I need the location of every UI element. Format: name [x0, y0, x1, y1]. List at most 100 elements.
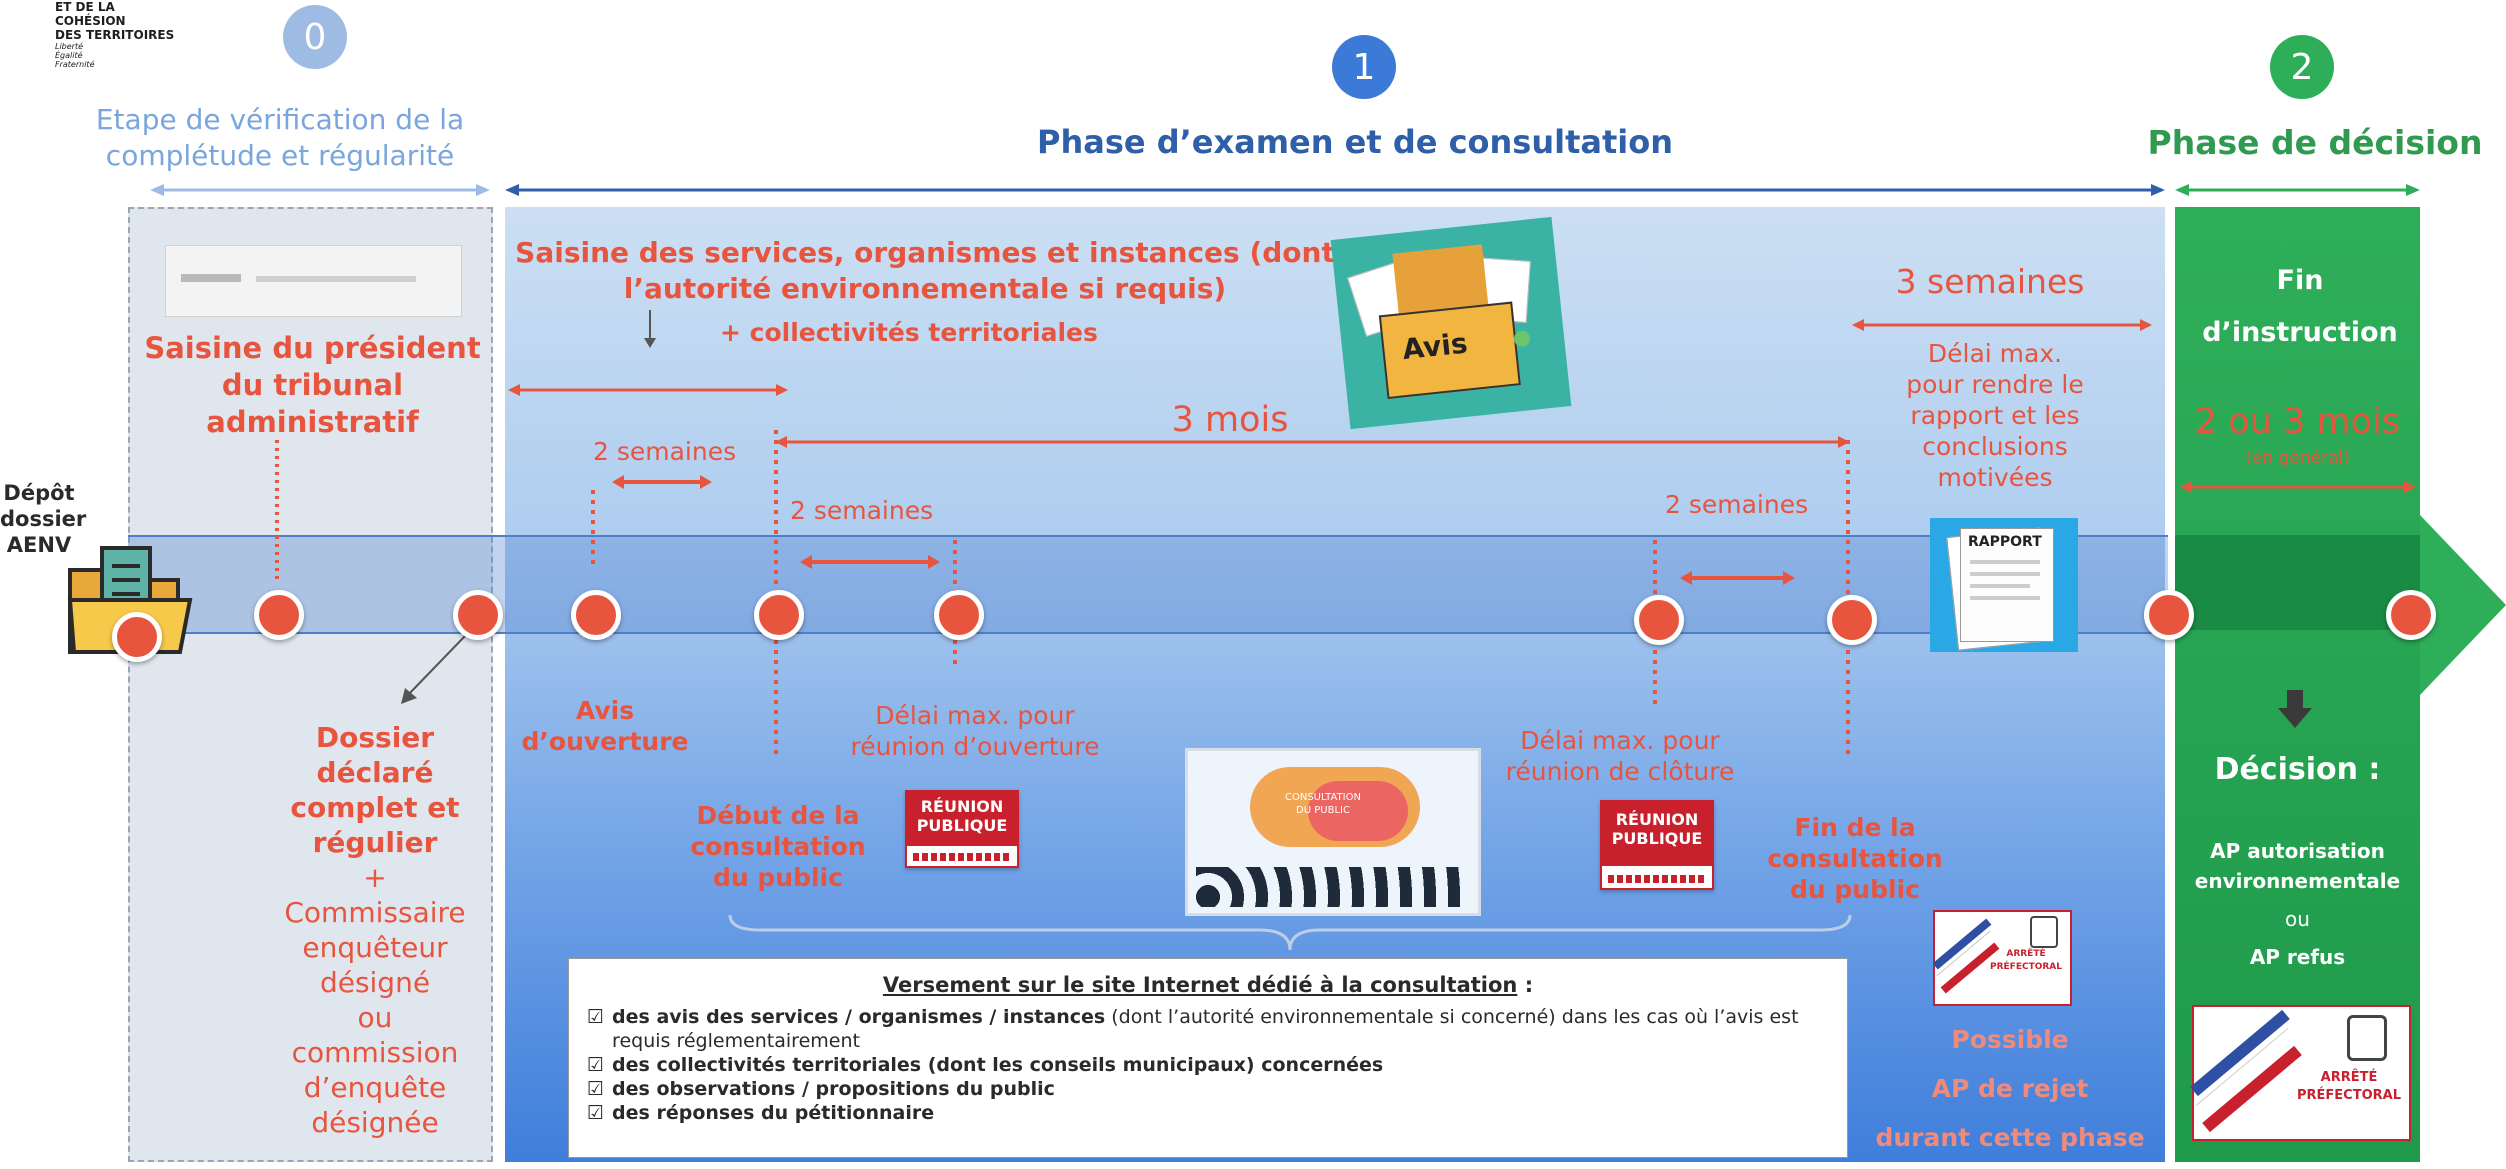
delai-cloture-line2: réunion de clôture — [1505, 757, 1735, 786]
arrete-2-line1: ARRÊTÉ — [2320, 1070, 2378, 1085]
collectivites: + collectivités territoriales — [720, 318, 1098, 347]
delai-rapport-line3: rapport et les — [1910, 401, 2080, 430]
tribunal-image — [165, 245, 462, 317]
fin-consultation-line3: du public — [1790, 875, 1920, 904]
versement-item-text: des avis des services / organismes / ins… — [612, 1005, 1829, 1053]
versement-box: Versement sur le site Internet dédié à l… — [568, 958, 1848, 1158]
deux-semaines-c-label: 2 semaines — [1665, 490, 1809, 519]
checkbox-icon: ☑ — [587, 1102, 605, 1124]
delai-rapport-line4: conclusions — [1922, 432, 2068, 461]
commission: commission d’enquête désignée — [265, 1035, 485, 1140]
reunion-publique-1-line2: PUBLIQUE — [916, 816, 1008, 835]
checkbox-icon: ☑ — [587, 1078, 605, 1100]
phase0-panel — [128, 207, 493, 1162]
decision-label: Décision : — [2214, 752, 2381, 787]
possible-line3: durant cette phase — [1875, 1123, 2145, 1152]
delai-cloture: Délai max. pour réunion de clôture — [1470, 725, 1770, 787]
reunion-publique-icon-1: RÉUNION PUBLIQUE — [905, 790, 1019, 868]
phase1-dotted-connectors — [591, 430, 1850, 760]
motto-fraternite: Fraternité — [55, 60, 95, 69]
phase2-number: 2 — [2270, 35, 2334, 99]
timeline-dot-fin-instruction — [2144, 590, 2194, 640]
commissaire: Commissaire enquêteur désigné — [265, 895, 485, 1000]
deux-semaines-c-arrow — [1680, 571, 1795, 585]
dossier-line2: déclaré — [316, 756, 434, 789]
saisine-president: Saisine du président du tribunal adminis… — [140, 330, 485, 441]
phase0-title: Etape de vérification de la complétude e… — [60, 102, 500, 174]
versement-item: ☑ des collectivités territoriales (dont … — [587, 1053, 1829, 1077]
timeline-dot-avis-ouverture — [571, 590, 621, 640]
logo-line2: DES TERRITOIRES — [55, 28, 175, 42]
arrete-1-line2: PRÉFECTORAL — [1990, 962, 2062, 972]
rapport-label: RAPPORT — [1968, 534, 2042, 550]
delai-rapport-line5: motivées — [1937, 463, 2053, 492]
ap-autorisation-line2: environnementale — [2194, 869, 2401, 893]
timeline-dot-depot — [112, 612, 162, 662]
delai-cloture-line1: Délai max. pour — [1520, 726, 1720, 755]
avis-ouverture-line2: d’ouverture — [521, 727, 689, 756]
versement-title-row: Versement sur le site Internet dédié à l… — [587, 973, 1829, 997]
depot-line3: AENV — [6, 533, 72, 557]
avis-ouverture: Avis d’ouverture — [505, 695, 705, 757]
ap-autorisation-line1: AP autorisation — [2210, 839, 2385, 863]
arrete-prefectoral-icon-1: ARRÊTÉ PRÉFECTORAL — [1932, 910, 2072, 1006]
phase0-arrow — [150, 184, 490, 196]
fin-instruction-line2: d’instruction — [2202, 317, 2398, 348]
versement-item: ☑ des observations / propositions du pub… — [587, 1077, 1829, 1101]
phase0-number: 0 — [283, 5, 347, 69]
commissaire-line2: enquêteur — [302, 931, 448, 964]
phase2-outcomes: AP autorisation environnementale ou AP r… — [2175, 836, 2420, 972]
phase1-arrow — [505, 184, 2165, 196]
phase2-title: Phase de décision — [2147, 123, 2483, 162]
consultation-brace — [728, 914, 1852, 951]
delai-rapport-line1: Délai max. — [1927, 339, 2063, 368]
dossier-pointer-arrow — [401, 635, 466, 704]
fin-consultation-line1: Fin de la — [1794, 813, 1916, 842]
timeline-band-phase2 — [2175, 535, 2420, 630]
dossier-line4: régulier — [312, 826, 438, 859]
saisine-down-arrow — [644, 310, 656, 348]
arrete-2-line2: PRÉFECTORAL — [2297, 1088, 2401, 1103]
trois-mois-label: 3 mois — [1171, 400, 1289, 440]
ministry-logo: ET DE LA COHÉSION DES TERRITOIRES Libert… — [55, 0, 185, 69]
decision-down-arrow — [2278, 690, 2312, 728]
saisine-line2: du tribunal — [221, 368, 404, 402]
plus-sign: + — [363, 861, 387, 894]
trois-mois-arrow — [775, 436, 1850, 448]
arrete-prefectoral-icon-2: ARRÊTÉ PRÉFECTORAL — [2190, 1005, 2411, 1141]
saisine-services-line2: l’autorité environnementale si requis) — [623, 272, 1227, 305]
versement-item-3: des observations / propositions du publi… — [612, 1078, 1055, 1100]
phase1-title: Phase d’examen et de consultation — [1036, 123, 1674, 161]
fin-instruction-line1: Fin — [2276, 265, 2324, 296]
consultation-bubble-line1: CONSULTATION — [1284, 792, 1361, 803]
saisine-services-line1: Saisine des services, organismes et inst… — [515, 236, 1335, 269]
consultation-public-image: CONSULTATION DU PUBLIC — [1185, 748, 1481, 916]
depot-line1: Dépôt — [3, 481, 75, 505]
avis-folder-label: Avis — [1400, 326, 1470, 367]
timeline-dot-dossier-complet — [453, 590, 503, 640]
dossier-line3: complet et — [290, 791, 460, 824]
phase0-title-line1: Etape de vérification de la — [95, 103, 465, 136]
versement-item-1-rest: (dont l’autorité environnementale si con… — [612, 1006, 1799, 1052]
timeline-arrow-right — [2420, 515, 2506, 695]
logo-line1: ET DE LA COHÉSION — [55, 0, 126, 28]
phase0-result: Dossier déclaré complet et régulier + Co… — [265, 720, 485, 1140]
avis-ouverture-line1: Avis — [575, 696, 635, 725]
phase1-number: 1 — [1332, 35, 1396, 99]
delai-ouverture-line1: Délai max. pour — [875, 701, 1075, 730]
deux-semaines-b-arrow — [800, 555, 940, 569]
phase2-duration-arrow — [2180, 481, 2416, 493]
possible-line1: Possible — [1951, 1025, 2069, 1054]
motto-egalite: Égalité — [55, 51, 83, 60]
trois-semaines-arrow — [1852, 319, 2152, 331]
phase2-ou: ou — [2285, 907, 2310, 931]
fin-consultation-line2: consultation — [1767, 844, 1943, 873]
versement-item-2: des collectivités territoriales (dont le… — [612, 1054, 1384, 1076]
fin-consultation: Fin de la consultation du public — [1745, 812, 1965, 905]
timeline-dot-reunion-ouverture — [934, 590, 984, 640]
versement-item-4: des réponses du pétitionnaire — [612, 1102, 935, 1124]
commissaire-line3: désigné — [319, 966, 431, 999]
deux-semaines-a-label: 2 semaines — [593, 437, 737, 466]
saisine-line3: administratif — [206, 405, 419, 439]
reunion-publique-icon-2: RÉUNION PUBLIQUE — [1600, 800, 1714, 890]
